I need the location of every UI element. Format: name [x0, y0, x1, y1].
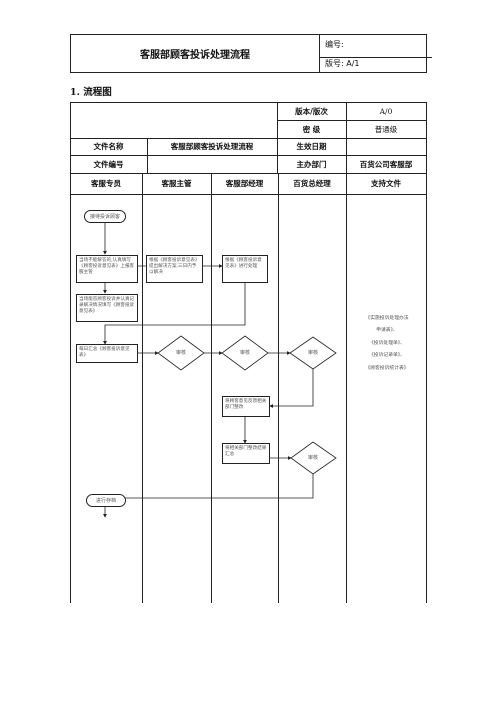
support-doc-item: 《投诉处理单》、: [369, 340, 405, 346]
archive-terminal: 进行存档: [86, 494, 126, 507]
version-label: 版本/版次: [295, 106, 328, 116]
column-header-manager: 客服部经理: [225, 179, 264, 188]
support-doc-item: 《顾客投诉统计表》: [365, 365, 409, 371]
review-label-3: 审核: [307, 350, 318, 356]
step-summarize-results: 将相关部门整改结果汇总: [222, 443, 270, 464]
secrecy-label: 密 级: [302, 124, 321, 134]
file-name-value: 客服部顾客投诉处理流程: [170, 142, 254, 151]
file-no-label: 文件编号: [93, 159, 124, 169]
step-record-solution: 当场能答顾客投诉并认真记录解决情况填写《顾客投诉意见表》: [76, 294, 138, 322]
flowchart-frame: 版本/版次 A/0 密 级 普通级 文件名称 客服部顾客投诉处理流程 生效日期 …: [70, 102, 427, 603]
review-label-4: 审核: [307, 455, 318, 461]
section-title: 1. 流程图: [70, 87, 112, 98]
version-value: A/0: [379, 106, 393, 116]
step-daily-summary: 每日汇总《顾客投诉意见表》: [76, 344, 138, 363]
review-label-2: 审核: [239, 350, 250, 356]
column-header-support: 支持文件: [371, 179, 401, 188]
review-label-1: 审核: [175, 350, 186, 356]
support-doc-item: 申请表》、: [376, 328, 398, 334]
step-propose-solution: 根据《顾客投诉意见表》提出解决方案,三日内予以解决: [146, 255, 203, 283]
step-report-supervisor: 当场不能解答的,认真填写《顾客投诉意见表》上报客服主管: [76, 255, 138, 283]
support-doc-item: 《实施投诉处理办法: [365, 316, 409, 321]
document-version: 版号: A/1: [325, 59, 360, 68]
dept-label: 主办部门: [296, 159, 327, 169]
support-doc-item: 《投诉记录单》、: [369, 353, 405, 359]
file-name-label: 文件名称: [93, 142, 124, 151]
review-diamond-2: [221, 335, 269, 371]
step-manager-handle: 根据《顾客投诉意见表》进行处理: [222, 255, 268, 283]
review-diamond-3: [289, 336, 337, 370]
effective-date-label: 生效日期: [296, 142, 327, 151]
column-header-gm: 百货总经理: [293, 179, 331, 188]
document-title: 客服部顾客投诉处理流程: [71, 35, 320, 72]
step-feedback-departments: 将顾客意见反馈相关部门整改: [222, 396, 270, 417]
review-diamond-1: [157, 335, 205, 371]
review-diamond-4: [290, 441, 337, 475]
dept-value: 百货公司客服部: [359, 159, 413, 169]
column-header-supervisor: 客服主管: [161, 179, 192, 188]
column-header-specialist: 客服专员: [91, 179, 121, 188]
document-number: 编号:: [319, 35, 432, 58]
secrecy-value: 普通级: [374, 124, 398, 134]
header-table: 客服部顾客投诉处理流程 编号: 版号: A/1: [70, 34, 432, 73]
support-documents: 《实施投诉处理办法 申请表》、 《投诉处理单》、 《投诉记录单》、 《顾客投诉统…: [356, 313, 418, 375]
start-terminal: 接待投诉顾客: [84, 210, 126, 223]
